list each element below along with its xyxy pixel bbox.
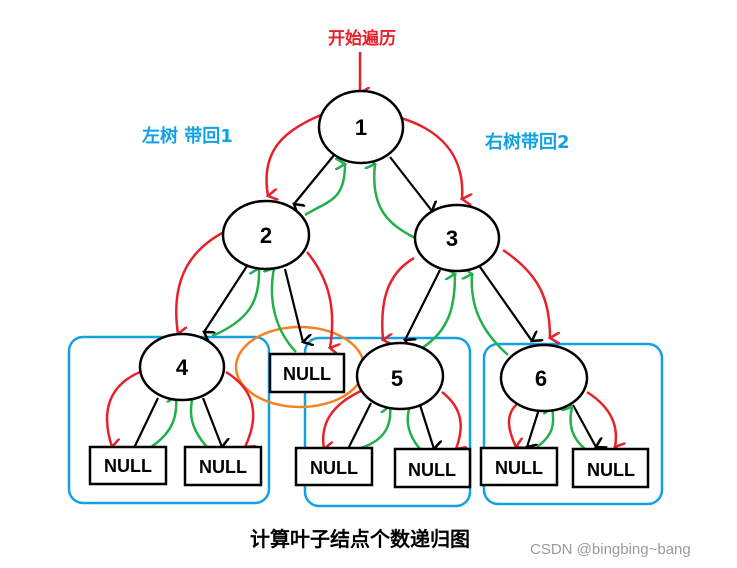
call-arrow-4-null-l xyxy=(105,370,141,447)
return-arrow-5-3 xyxy=(421,274,455,350)
leaf-group-box-6 xyxy=(482,342,664,506)
svg-text:NULL: NULL xyxy=(104,456,152,476)
svg-text:NULL: NULL xyxy=(408,460,456,480)
call-arrow-2-4 xyxy=(175,230,225,334)
edge-6-null-l xyxy=(527,405,542,447)
right-return-label: 右树带回2 xyxy=(485,131,570,153)
null-box: NULL xyxy=(571,447,650,489)
svg-text:NULL: NULL xyxy=(199,457,247,477)
svg-text:NULL: NULL xyxy=(283,364,331,384)
node-label: 2 xyxy=(260,223,272,248)
edge-1-3 xyxy=(389,156,432,211)
return-arrow-5-null-l xyxy=(360,406,390,450)
call-arrows xyxy=(105,113,616,449)
edge-3-5 xyxy=(405,269,441,340)
call-arrow-6-null-r xyxy=(586,390,616,447)
edge-1-2 xyxy=(294,153,336,204)
return-arrow-6-null-l xyxy=(536,407,555,448)
tree-node-3: 3 xyxy=(413,203,501,273)
return-arrow-3-1 xyxy=(374,164,416,240)
null-box: NULL xyxy=(88,445,168,486)
edge-4-null-r xyxy=(201,397,222,447)
left-return-label: 左树 带回1 xyxy=(142,125,233,147)
watermark: CSDN @bingbing~bang xyxy=(530,541,691,558)
call-arrow-1-3 xyxy=(400,116,462,199)
return-arrow-4-2 xyxy=(211,268,259,338)
call-arrow-5-null-r xyxy=(441,391,461,449)
call-arrow-4-null-r xyxy=(225,370,253,447)
edge-3-6 xyxy=(479,266,532,341)
edge-2-null xyxy=(283,268,303,342)
tree-node-2: 2 xyxy=(221,199,311,271)
call-arrow-5-null-l xyxy=(323,388,364,449)
svg-text:NULL: NULL xyxy=(495,458,543,478)
edge-6-null-r xyxy=(572,404,596,447)
node-label: 3 xyxy=(446,226,458,251)
tree-node-6: 6 xyxy=(499,343,589,413)
diagram-caption: 计算叶子结点个数递归图 xyxy=(250,527,470,551)
node-label: 1 xyxy=(355,115,367,140)
tree-edges xyxy=(134,153,596,449)
call-arrow-6-null-l xyxy=(507,403,517,447)
edge-4-null-l xyxy=(134,397,159,448)
tree-node-5: 5 xyxy=(355,341,445,411)
null-box: NULL xyxy=(183,445,263,487)
edge-5-null-l xyxy=(348,402,372,449)
call-arrow-2-null xyxy=(306,251,332,348)
node-label: 6 xyxy=(535,366,547,391)
null-box: NULL xyxy=(268,352,346,394)
tree-node-4: 4 xyxy=(138,332,226,402)
return-arrow-5-null-r xyxy=(408,406,421,450)
return-arrow-4-null-r xyxy=(191,396,208,448)
svg-text:NULL: NULL xyxy=(587,460,635,480)
start-traversal-label: 开始遍历 xyxy=(328,28,396,49)
call-arrow-1-2 xyxy=(265,113,322,196)
return-arrow-6-3 xyxy=(472,274,509,356)
edge-5-null-r xyxy=(418,404,434,449)
null-box: NULL xyxy=(479,446,559,487)
return-arrow-2-1a xyxy=(304,164,345,217)
node-label: 5 xyxy=(391,366,403,391)
edge-2-4 xyxy=(204,265,248,332)
tree-node-1: 1 xyxy=(317,89,405,165)
null-box: NULL xyxy=(294,446,374,487)
svg-text:NULL: NULL xyxy=(310,458,358,478)
return-arrow-4-null-l xyxy=(147,396,176,451)
call-arrow-3-6 xyxy=(502,248,550,338)
null-box: NULL xyxy=(393,447,472,489)
call-arrow-3-5 xyxy=(382,256,415,340)
return-arrow-null-2 xyxy=(272,268,297,353)
return-arrow-6-null-r xyxy=(571,407,586,450)
node-label: 4 xyxy=(176,355,189,380)
